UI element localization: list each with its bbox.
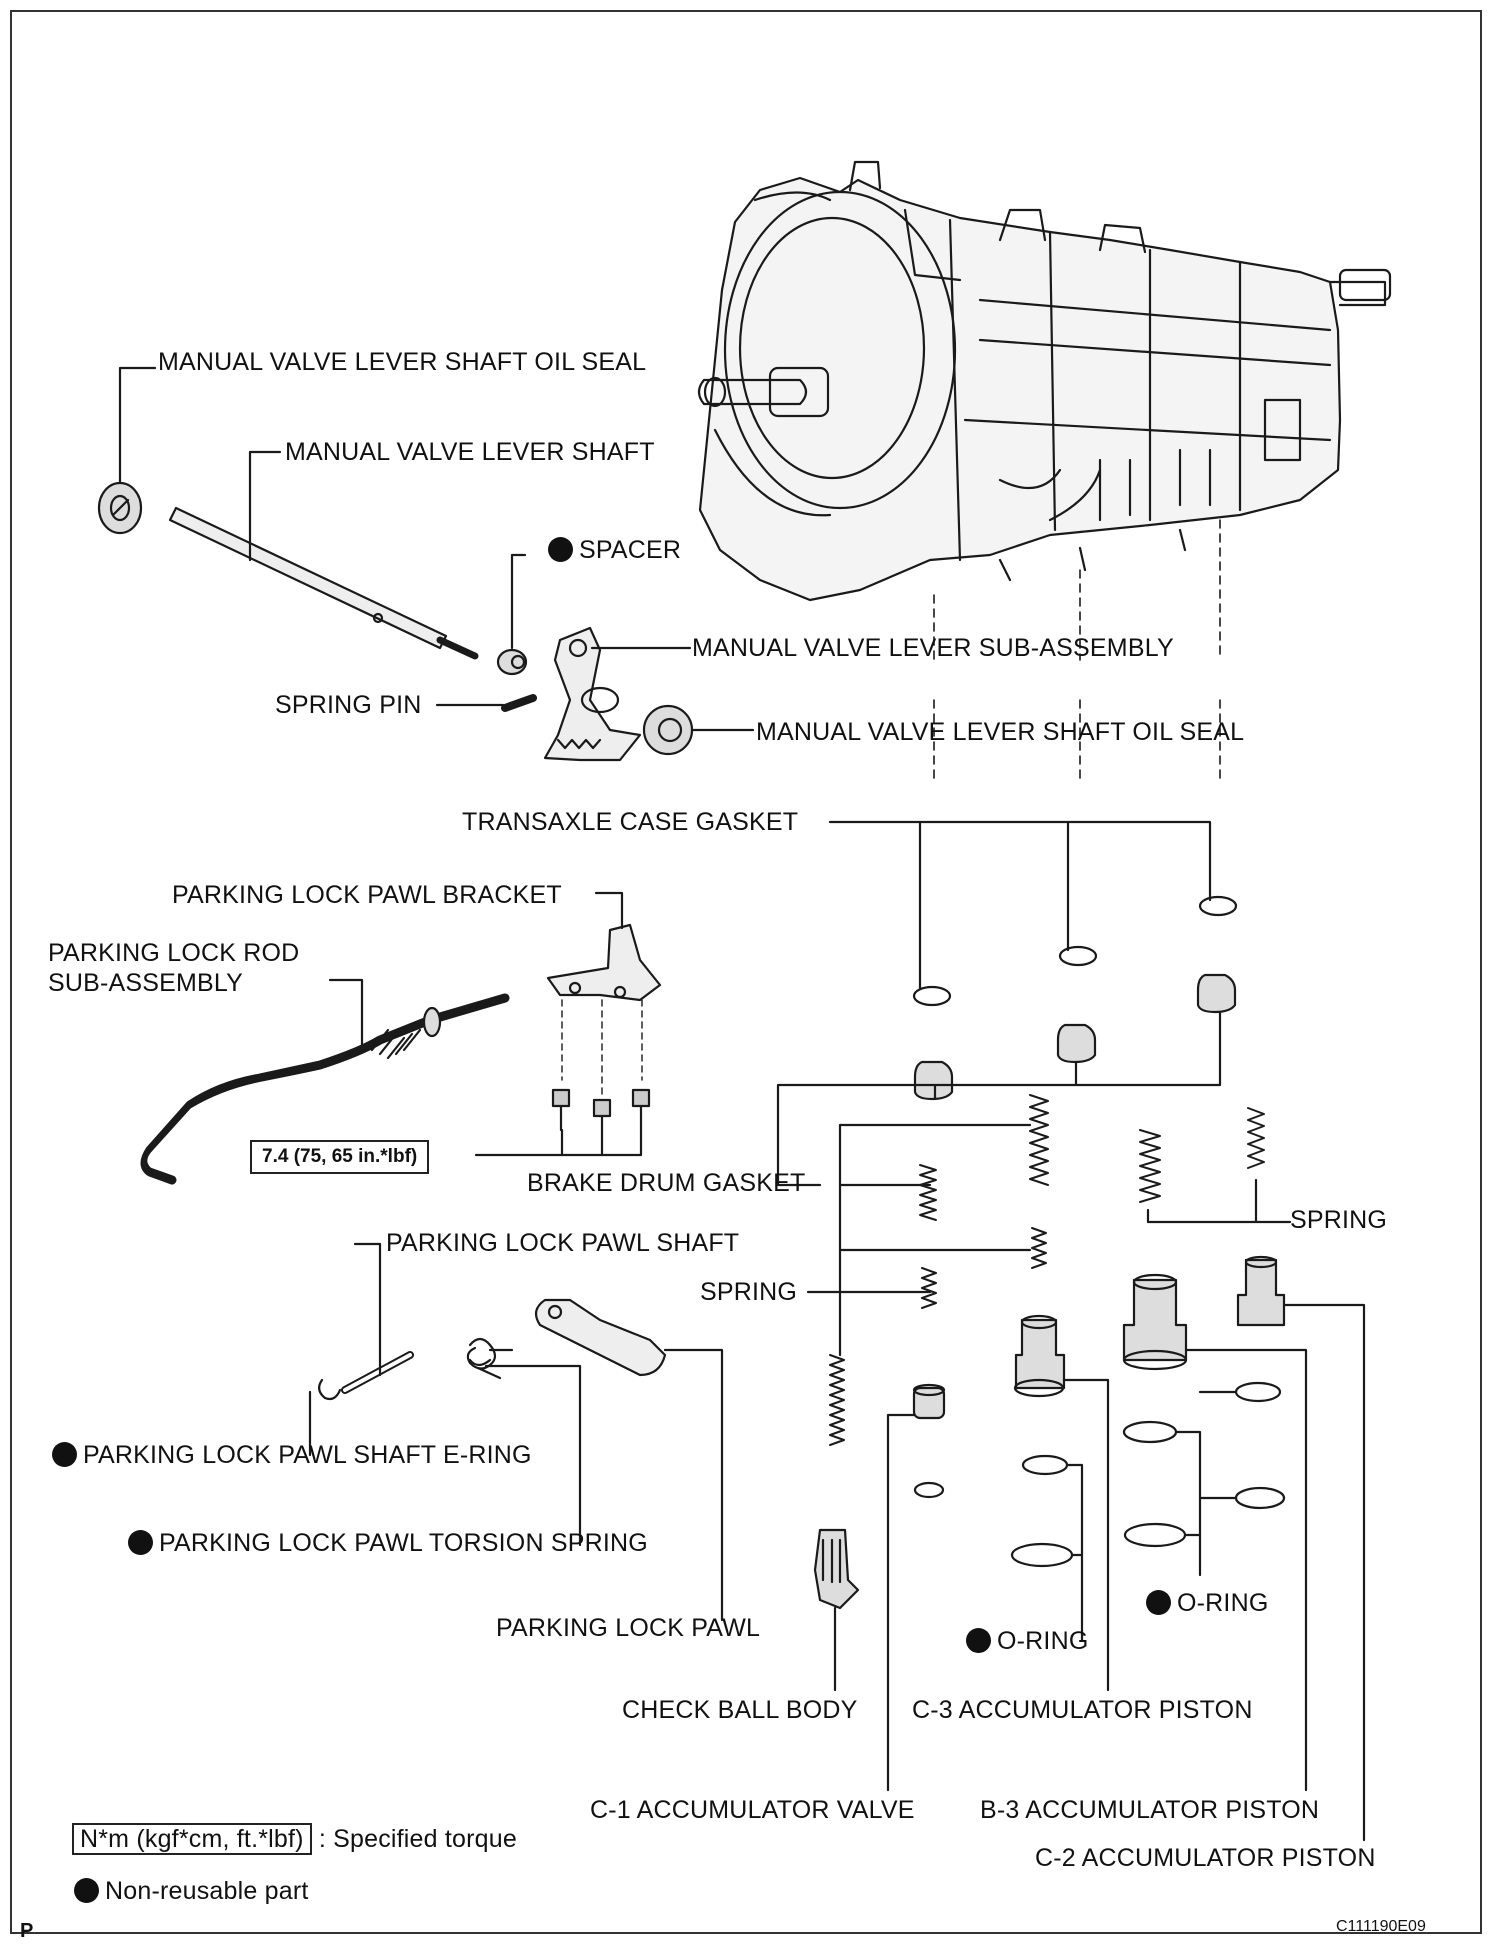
leader-case-gasket <box>828 820 1212 990</box>
c1-valve-part <box>912 1383 946 1420</box>
pawl-shaft-part <box>318 1351 414 1401</box>
label-b3-piston: B-3 ACCUMULATOR PISTON <box>980 1796 1320 1824</box>
label-lock-rod: PARKING LOCK ROD SUB-ASSEMBLY <box>48 939 300 997</box>
leader-spring-mid <box>806 1123 1032 1357</box>
label-pawl-shaft-ering: PARKING LOCK PAWL SHAFT E-RING <box>52 1440 532 1470</box>
label-spring-pin: SPRING PIN <box>275 691 422 719</box>
legend-torque-desc: : Specified torque <box>318 1825 517 1853</box>
label-torsion-spring: PARKING LOCK PAWL TORSION SPRING <box>128 1528 648 1558</box>
bracket-bolts <box>551 1088 651 1142</box>
case-gasket-ring-3 <box>1198 895 1238 917</box>
leader-spacer <box>510 553 527 650</box>
label-lever-shaft: MANUAL VALVE LEVER SHAFT <box>285 438 655 466</box>
leader-pawl-shaft <box>353 1242 382 1377</box>
label-case-gasket: TRANSAXLE CASE GASKET <box>462 808 799 836</box>
diagram-frame <box>10 10 1482 1934</box>
spacer-part <box>496 648 528 676</box>
leader-oil-seal-top <box>118 366 157 484</box>
pawl-bracket-part <box>546 923 662 1002</box>
label-spring-mid: SPRING <box>700 1278 798 1306</box>
leader-oring-right <box>1174 1390 1238 1577</box>
lock-rod-part <box>140 993 510 1185</box>
bracket-bolt-dashes <box>561 999 643 1096</box>
label-c3-piston: C-3 ACCUMULATOR PISTON <box>912 1696 1253 1724</box>
lever-sub-assembly-part <box>543 626 642 762</box>
oil-seal-mid-part <box>642 704 694 756</box>
label-oil-seal-mid: MANUAL VALVE LEVER SHAFT OIL SEAL <box>756 718 1245 746</box>
nonreusable-icon <box>52 1442 77 1467</box>
oil-seal-top-part <box>97 481 143 535</box>
torque-value-box: 7.4 (75, 65 in.*lbf) <box>250 1140 430 1174</box>
label-parking-lock-pawl: PARKING LOCK PAWL <box>496 1614 761 1642</box>
leader-brake-drum-gasket <box>776 1010 1222 1187</box>
c3-piston-part <box>1013 1314 1066 1398</box>
label-oil-seal-top: MANUAL VALVE LEVER SHAFT OIL SEAL <box>158 348 647 376</box>
label-c1-valve: C-1 ACCUMULATOR VALVE <box>590 1796 915 1824</box>
leader-oring-mid <box>1066 1463 1084 1642</box>
leader-pawl-bracket <box>594 891 624 930</box>
check-ball-body-part <box>813 1528 860 1610</box>
leader-c1-valve <box>886 1413 916 1792</box>
legend-torque-unit: N*m (kgf*cm, ft.*lbf) <box>72 1823 312 1855</box>
label-pawl-shaft: PARKING LOCK PAWL SHAFT <box>386 1229 740 1257</box>
housing-dash-lines <box>933 519 1221 781</box>
leader-b3-piston <box>1184 1348 1308 1792</box>
spring-pin-part <box>501 694 537 712</box>
brake-drum-gasket-parts <box>913 973 1237 1101</box>
nonreusable-icon <box>548 537 573 562</box>
case-gasket-ring-2 <box>1058 945 1098 967</box>
nonreusable-icon <box>128 1530 153 1555</box>
label-spring-right: SPRING <box>1290 1206 1388 1234</box>
b3-oring-1 <box>1122 1420 1178 1444</box>
b3-oring-4 <box>1234 1486 1286 1510</box>
c1-oring <box>913 1481 945 1499</box>
c3-oring-small <box>1021 1454 1069 1476</box>
label-check-ball-body: CHECK BALL BODY <box>622 1696 858 1724</box>
label-oring-mid: O-RING <box>966 1626 1088 1656</box>
leader-torque <box>474 1128 643 1157</box>
leader-torsion-spring <box>484 1364 582 1547</box>
page-mark: P <box>20 1920 34 1942</box>
b3-oring-3 <box>1234 1381 1282 1403</box>
b3-oring-2 <box>1123 1522 1187 1548</box>
figure-code: C111190E09 <box>1336 1918 1426 1935</box>
legend-torque: N*m (kgf*cm, ft.*lbf) : Specified torque <box>72 1823 517 1855</box>
transmission-housing <box>697 160 1392 602</box>
case-gasket-ring-1 <box>912 985 952 1007</box>
label-c2-piston: C-2 ACCUMULATOR PISTON <box>1035 1844 1376 1872</box>
nonreusable-icon <box>1146 1590 1171 1615</box>
parking-lock-pawl-part <box>534 1298 667 1377</box>
label-pawl-bracket: PARKING LOCK PAWL BRACKET <box>172 881 562 909</box>
legend-nonreusable: Non-reusable part <box>74 1876 309 1906</box>
b3-piston-part <box>1122 1273 1188 1371</box>
leader-c2-piston <box>1282 1303 1366 1842</box>
spring-parts <box>829 1094 1265 1446</box>
lever-shaft-part <box>168 506 479 660</box>
leader-pawl <box>663 1348 724 1622</box>
c2-piston-part <box>1236 1255 1286 1327</box>
leader-spring-right <box>1146 1178 1292 1224</box>
leader-c3-piston <box>1062 1378 1110 1692</box>
label-brake-drum-gasket: BRAKE DRUM GASKET <box>527 1169 806 1197</box>
leader-lock-rod <box>328 978 364 1047</box>
torsion-spring-part <box>466 1337 514 1380</box>
nonreusable-icon <box>74 1878 99 1903</box>
c3-oring-large <box>1010 1542 1074 1568</box>
nonreusable-icon <box>966 1628 991 1653</box>
label-oring-right: O-RING <box>1146 1588 1268 1618</box>
label-spacer: SPACER <box>548 535 681 565</box>
leader-lever-shaft <box>248 450 282 562</box>
label-lever-sub-assembly: MANUAL VALVE LEVER SUB-ASSEMBLY <box>692 634 1174 662</box>
